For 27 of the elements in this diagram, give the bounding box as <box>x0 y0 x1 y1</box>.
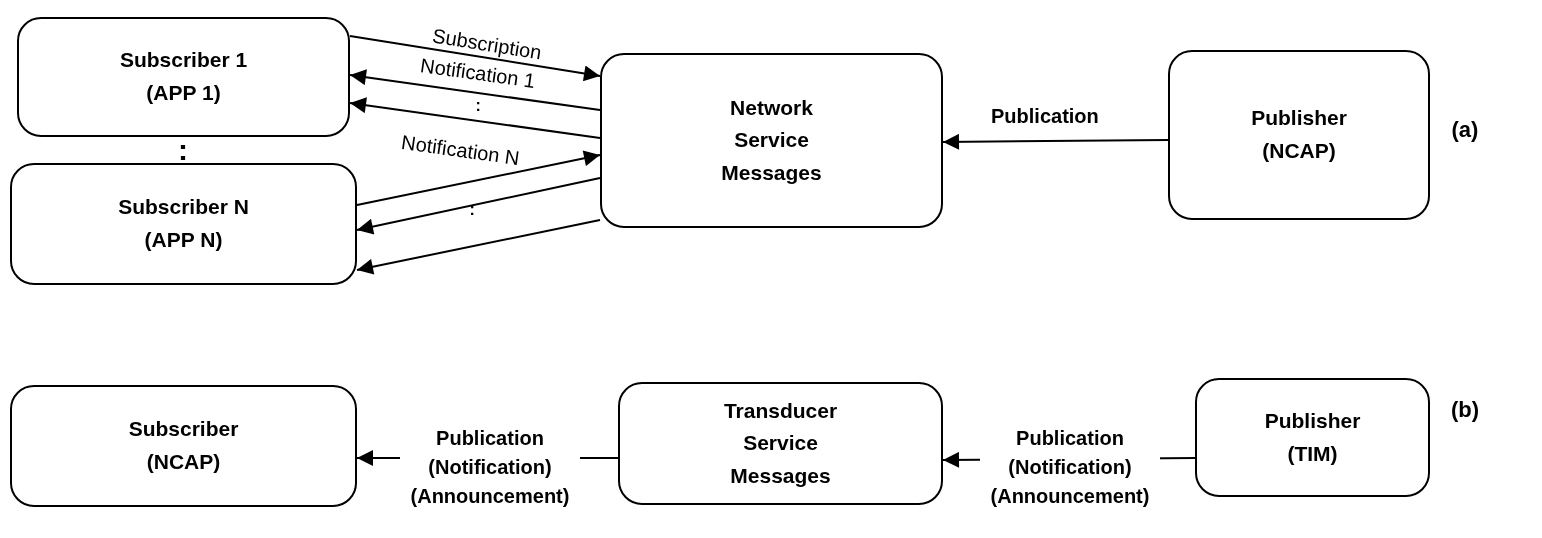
box-label: Publisher (TIM) <box>1263 407 1362 467</box>
ellipsis-mark: : <box>178 133 188 167</box>
arrow <box>349 35 601 82</box>
box-label: Transducer Service Messages <box>722 397 839 489</box>
arrow <box>356 219 601 275</box>
arrow <box>349 69 601 111</box>
edge-label: Notification N <box>398 130 522 170</box>
arrow <box>942 133 1169 150</box>
process-box <box>17 17 350 137</box>
ellipsis-mark: : <box>469 201 475 219</box>
box-label: Network Service Messages <box>720 94 823 186</box>
ellipsis-mark: : <box>475 97 481 115</box>
box-label: Subscriber N (APP N) <box>117 194 250 253</box>
box-label: Publisher (NCAP) <box>1250 105 1348 164</box>
box-label: Subscriber (NCAP) <box>127 416 240 475</box>
panel-label: (a) <box>1451 117 1479 143</box>
panel-label: (b) <box>1451 397 1480 423</box>
process-box <box>1195 378 1430 497</box>
process-box <box>600 53 943 228</box>
arrow <box>356 150 601 206</box>
arrow <box>356 177 601 235</box>
process-box <box>10 163 357 285</box>
box-label: Subscriber 1 (APP 1) <box>118 47 249 106</box>
process-box <box>618 382 943 505</box>
arrow <box>349 97 601 139</box>
process-box <box>10 385 357 507</box>
process-box <box>1168 50 1430 220</box>
